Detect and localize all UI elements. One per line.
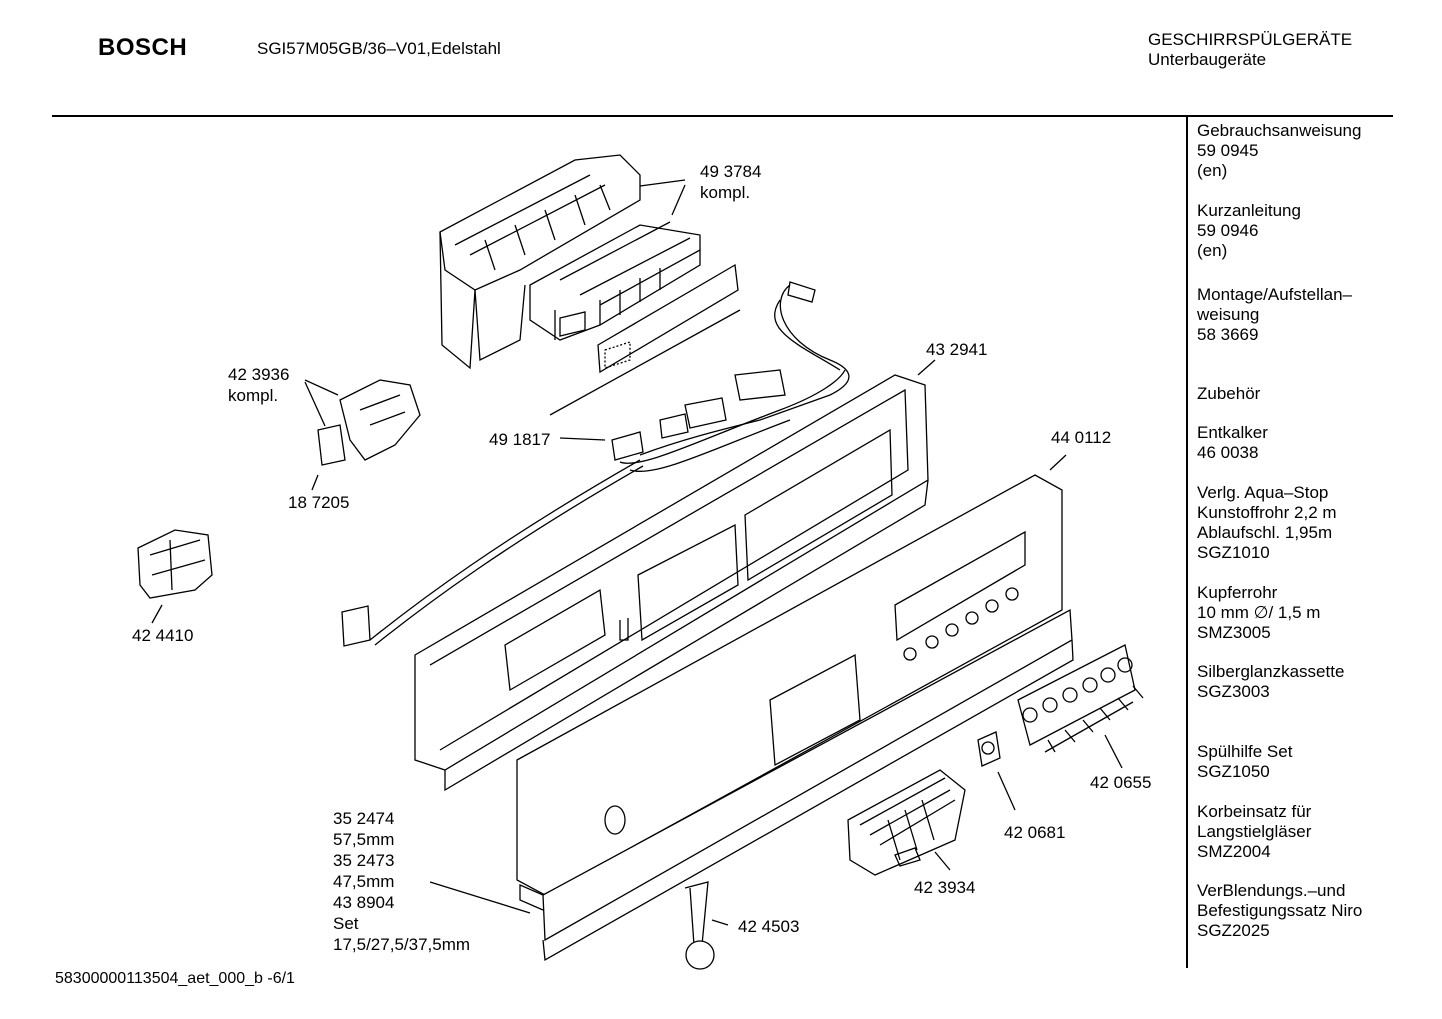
label-42-3934: 42 3934 bbox=[914, 878, 976, 897]
front-strip-part bbox=[519, 608, 1074, 962]
label-42-0655: 42 0655 bbox=[1090, 773, 1152, 792]
category-line-1: GESCHIRRSPÜLGERÄTE bbox=[1148, 30, 1353, 49]
sidebar-entry-zubehoer: Zubehör bbox=[1197, 384, 1261, 403]
switch-part bbox=[137, 529, 213, 599]
panel-part bbox=[516, 474, 1063, 896]
label-42-4503: 42 4503 bbox=[738, 917, 800, 936]
label-42-4410: 42 4410 bbox=[132, 626, 194, 645]
control-module-part bbox=[439, 154, 739, 374]
wiring-harness-part bbox=[341, 281, 850, 647]
label-43-2941: 43 2941 bbox=[926, 340, 988, 359]
label-35-2474: 35 2474 57,5mm 35 2473 47,5mm 43 8904 Se… bbox=[333, 809, 471, 954]
label-18-7205: 18 7205 bbox=[288, 493, 350, 512]
category-heading: GESCHIRRSPÜLGERÄTE Unterbaugeräte bbox=[1148, 30, 1352, 70]
leader-lines bbox=[151, 179, 1144, 926]
label-44-0112: 44 0112 bbox=[1051, 428, 1112, 447]
knob-part bbox=[684, 881, 715, 970]
buttons-part bbox=[977, 644, 1136, 767]
sidebar-divider bbox=[1186, 117, 1188, 968]
brand-logo: BOSCH bbox=[98, 34, 188, 61]
valve-part bbox=[317, 379, 421, 466]
header-divider bbox=[52, 115, 1393, 117]
document-code: 58300000113504_aet_000_b -6/1 bbox=[55, 970, 295, 987]
category-line-2: Unterbaugeräte bbox=[1148, 50, 1267, 69]
frame-part bbox=[414, 374, 929, 792]
label-49-1817: 49 1817 bbox=[489, 430, 551, 449]
dispenser-part bbox=[847, 769, 966, 876]
label-42-0681: 42 0681 bbox=[1004, 823, 1066, 842]
model-title: SGI57M05GB/36–V01,Edelstahl bbox=[257, 39, 501, 58]
